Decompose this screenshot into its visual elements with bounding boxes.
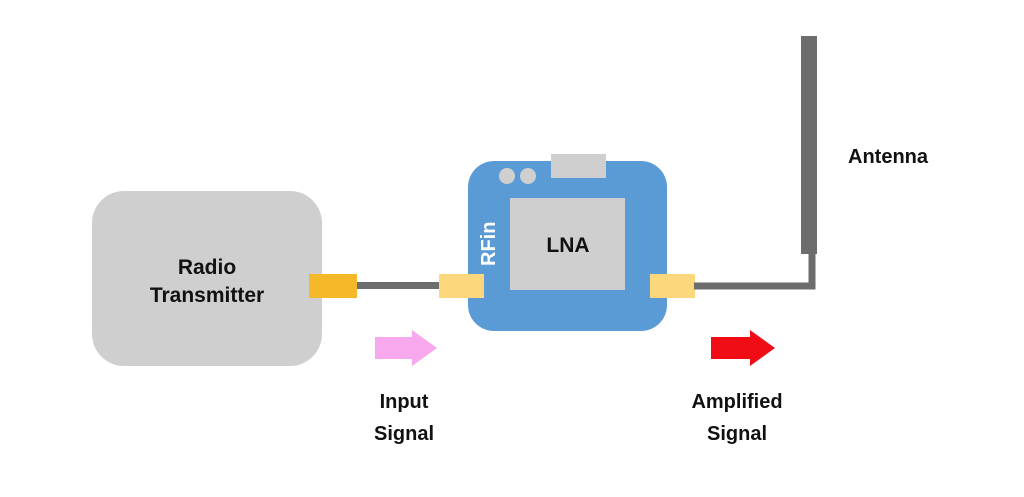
board-hole-left — [499, 168, 515, 184]
lna-chip — [510, 198, 625, 290]
lna-chip-label: LNA — [546, 234, 589, 257]
amplified-signal-label-line1: Amplified — [691, 391, 782, 413]
antenna-rod — [801, 36, 817, 254]
input-signal-label-line1: Input — [380, 391, 429, 413]
radio-transmitter-box — [92, 191, 322, 366]
transmitter-label-line2: Transmitter — [150, 284, 264, 307]
board-top-connector — [551, 154, 606, 178]
transmitter-label-line1: Radio — [178, 256, 236, 279]
input-cable — [352, 282, 444, 289]
antenna-label: Antenna — [848, 146, 929, 168]
board-hole-right — [520, 168, 536, 184]
amplified-signal-arrow — [711, 330, 775, 366]
lna-input-connector — [439, 274, 484, 298]
amplified-signal-label-line2: Signal — [707, 423, 767, 445]
rfin-port-label: RFin — [478, 222, 500, 266]
lna-output-connector — [650, 274, 695, 298]
output-cable — [694, 253, 816, 290]
input-signal-label-line2: Signal — [374, 423, 434, 445]
input-signal-arrow — [375, 330, 437, 366]
transmitter-connector — [309, 274, 357, 298]
